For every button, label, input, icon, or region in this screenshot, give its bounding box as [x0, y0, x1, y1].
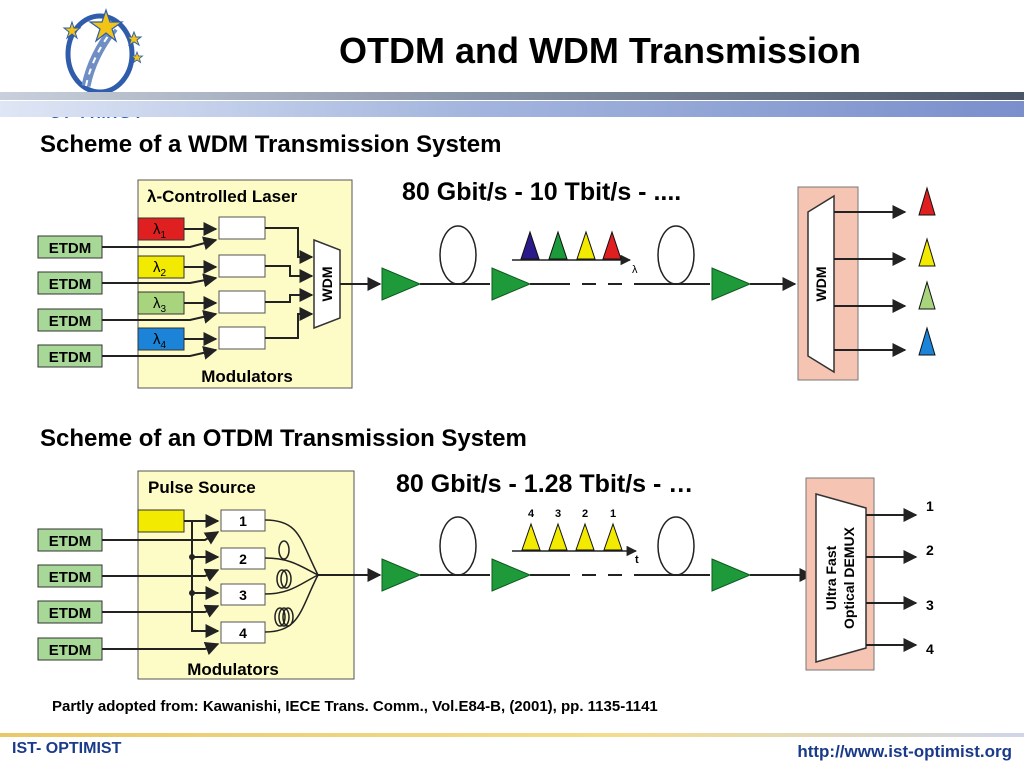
- wdm-etdm-2: ETDM: [37, 271, 103, 295]
- wdm-output-1: [918, 186, 936, 216]
- footer-org: IST- OPTIMIST: [12, 740, 122, 757]
- svg-text:4: 4: [239, 625, 247, 641]
- svg-text:Ultra Fast: Ultra Fast: [823, 545, 839, 610]
- svg-text:λ3: λ3: [153, 295, 167, 315]
- wdm-amplifier-2: [491, 267, 532, 301]
- otdm-etdm-1: ETDM: [37, 528, 103, 552]
- wdm-laser-label: λ-Controlled Laser: [147, 187, 298, 206]
- otdm-modulator-3: 3: [220, 583, 266, 606]
- otdm-amplifier-1: [381, 558, 422, 592]
- svg-text:ETDM: ETDM: [49, 605, 92, 622]
- header-bar-top: [0, 92, 1024, 100]
- otdm-pulse-label: Pulse Source: [148, 478, 256, 497]
- otdm-fiber-spool-2: [657, 516, 695, 576]
- otdm-modulator-2: 2: [220, 547, 266, 570]
- svg-text:ETDM: ETDM: [49, 642, 92, 659]
- svg-text:1: 1: [239, 513, 247, 529]
- otdm-etdm-3: ETDM: [37, 600, 103, 624]
- svg-text:ETDM: ETDM: [49, 313, 92, 330]
- otdm-amplifier-3: [711, 558, 752, 592]
- svg-text:3: 3: [239, 587, 247, 603]
- wdm-modulator-4: [218, 326, 266, 350]
- wdm-output-2: [918, 237, 936, 267]
- wdm-demux: WDM: [807, 194, 835, 374]
- wdm-amplifier-3: [711, 267, 752, 301]
- svg-text:2: 2: [582, 508, 588, 520]
- wdm-modulator-1: [218, 216, 266, 240]
- laser-lambda-2: λ2: [137, 255, 185, 279]
- otdm-axis-label: t: [635, 554, 639, 566]
- pulse-source: [137, 509, 185, 533]
- wdm-etdm-3: ETDM: [37, 308, 103, 332]
- svg-text:2: 2: [239, 551, 247, 567]
- svg-text:ETDM: ETDM: [49, 569, 92, 586]
- otdm-demux: Ultra Fast Optical DEMUX: [815, 493, 867, 663]
- svg-text:ETDM: ETDM: [49, 349, 92, 366]
- svg-text:λ2: λ2: [153, 259, 167, 279]
- otdm-fiber-spool-1: [439, 516, 477, 576]
- wdm-modulator-3: [218, 290, 266, 314]
- svg-text:WDM: WDM: [813, 267, 829, 302]
- otdm-modulator-4: 4: [220, 621, 266, 644]
- otdm-delay-lines: [264, 519, 319, 633]
- wdm-rate: 80 Gbit/s - 10 Tbit/s - ....: [402, 178, 682, 206]
- otdm-output-3: 3: [926, 597, 934, 613]
- otdm-etdm-2: ETDM: [37, 564, 103, 588]
- otdm-rate: 80 Gbit/s - 1.28 Tbit/s - …: [396, 470, 694, 498]
- laser-lambda-4: λ4: [137, 327, 185, 351]
- wdm-etdm-4: ETDM: [37, 344, 103, 368]
- svg-text:λ1: λ1: [153, 221, 167, 241]
- otdm-modulator-1: 1: [220, 509, 266, 532]
- citation: Partly adopted from: Kawanishi, IECE Tra…: [52, 698, 658, 715]
- otdm-etdm-4: ETDM: [37, 637, 103, 661]
- wdm-output-4: [918, 326, 936, 356]
- otdm-amplifier-2: [491, 558, 532, 592]
- laser-lambda-3: λ3: [137, 291, 185, 315]
- wdm-etdm-1: ETDM: [37, 235, 103, 259]
- otdm-heading: Scheme of an OTDM Transmission System: [40, 425, 527, 452]
- wdm-modulator-2: [218, 254, 266, 278]
- wdm-fiber-spool-1: [439, 225, 477, 285]
- otdm-output-1: 1: [926, 498, 934, 514]
- wdm-output-3: [918, 280, 936, 310]
- wdm-heading: Scheme of a WDM Transmission System: [40, 131, 502, 158]
- wdm-spectrum: λ: [512, 230, 638, 276]
- wdm-mux: WDM: [313, 238, 341, 330]
- svg-text:ETDM: ETDM: [49, 276, 92, 293]
- page-title: OTDM and WDM Transmission: [338, 30, 862, 71]
- svg-text:λ4: λ4: [153, 331, 167, 351]
- otdm-modulators-label: Modulators: [187, 660, 279, 679]
- svg-text:ETDM: ETDM: [49, 533, 92, 550]
- svg-text:Optical DEMUX: Optical DEMUX: [841, 526, 857, 629]
- svg-text:4: 4: [528, 508, 535, 520]
- wdm-fiber-spool-2: [657, 225, 695, 285]
- header-bar-bottom: [0, 101, 1024, 117]
- wdm-axis-label: λ: [632, 264, 638, 276]
- svg-text:ETDM: ETDM: [49, 240, 92, 257]
- footer-url-link[interactable]: http://www.ist-optimist.org: [797, 742, 1012, 761]
- laser-lambda-1: λ1: [137, 217, 185, 241]
- wdm-amplifier-1: [381, 267, 422, 301]
- otdm-output-2: 2: [926, 542, 934, 558]
- footer-bar: [0, 733, 1024, 737]
- wdm-modulators-label: Modulators: [201, 367, 293, 386]
- otdm-pulse-train: 4 3 2 1 t: [512, 508, 639, 566]
- svg-text:3: 3: [555, 508, 561, 520]
- otdm-output-4: 4: [926, 641, 934, 657]
- svg-text:WDM: WDM: [319, 267, 335, 302]
- svg-text:1: 1: [610, 508, 616, 520]
